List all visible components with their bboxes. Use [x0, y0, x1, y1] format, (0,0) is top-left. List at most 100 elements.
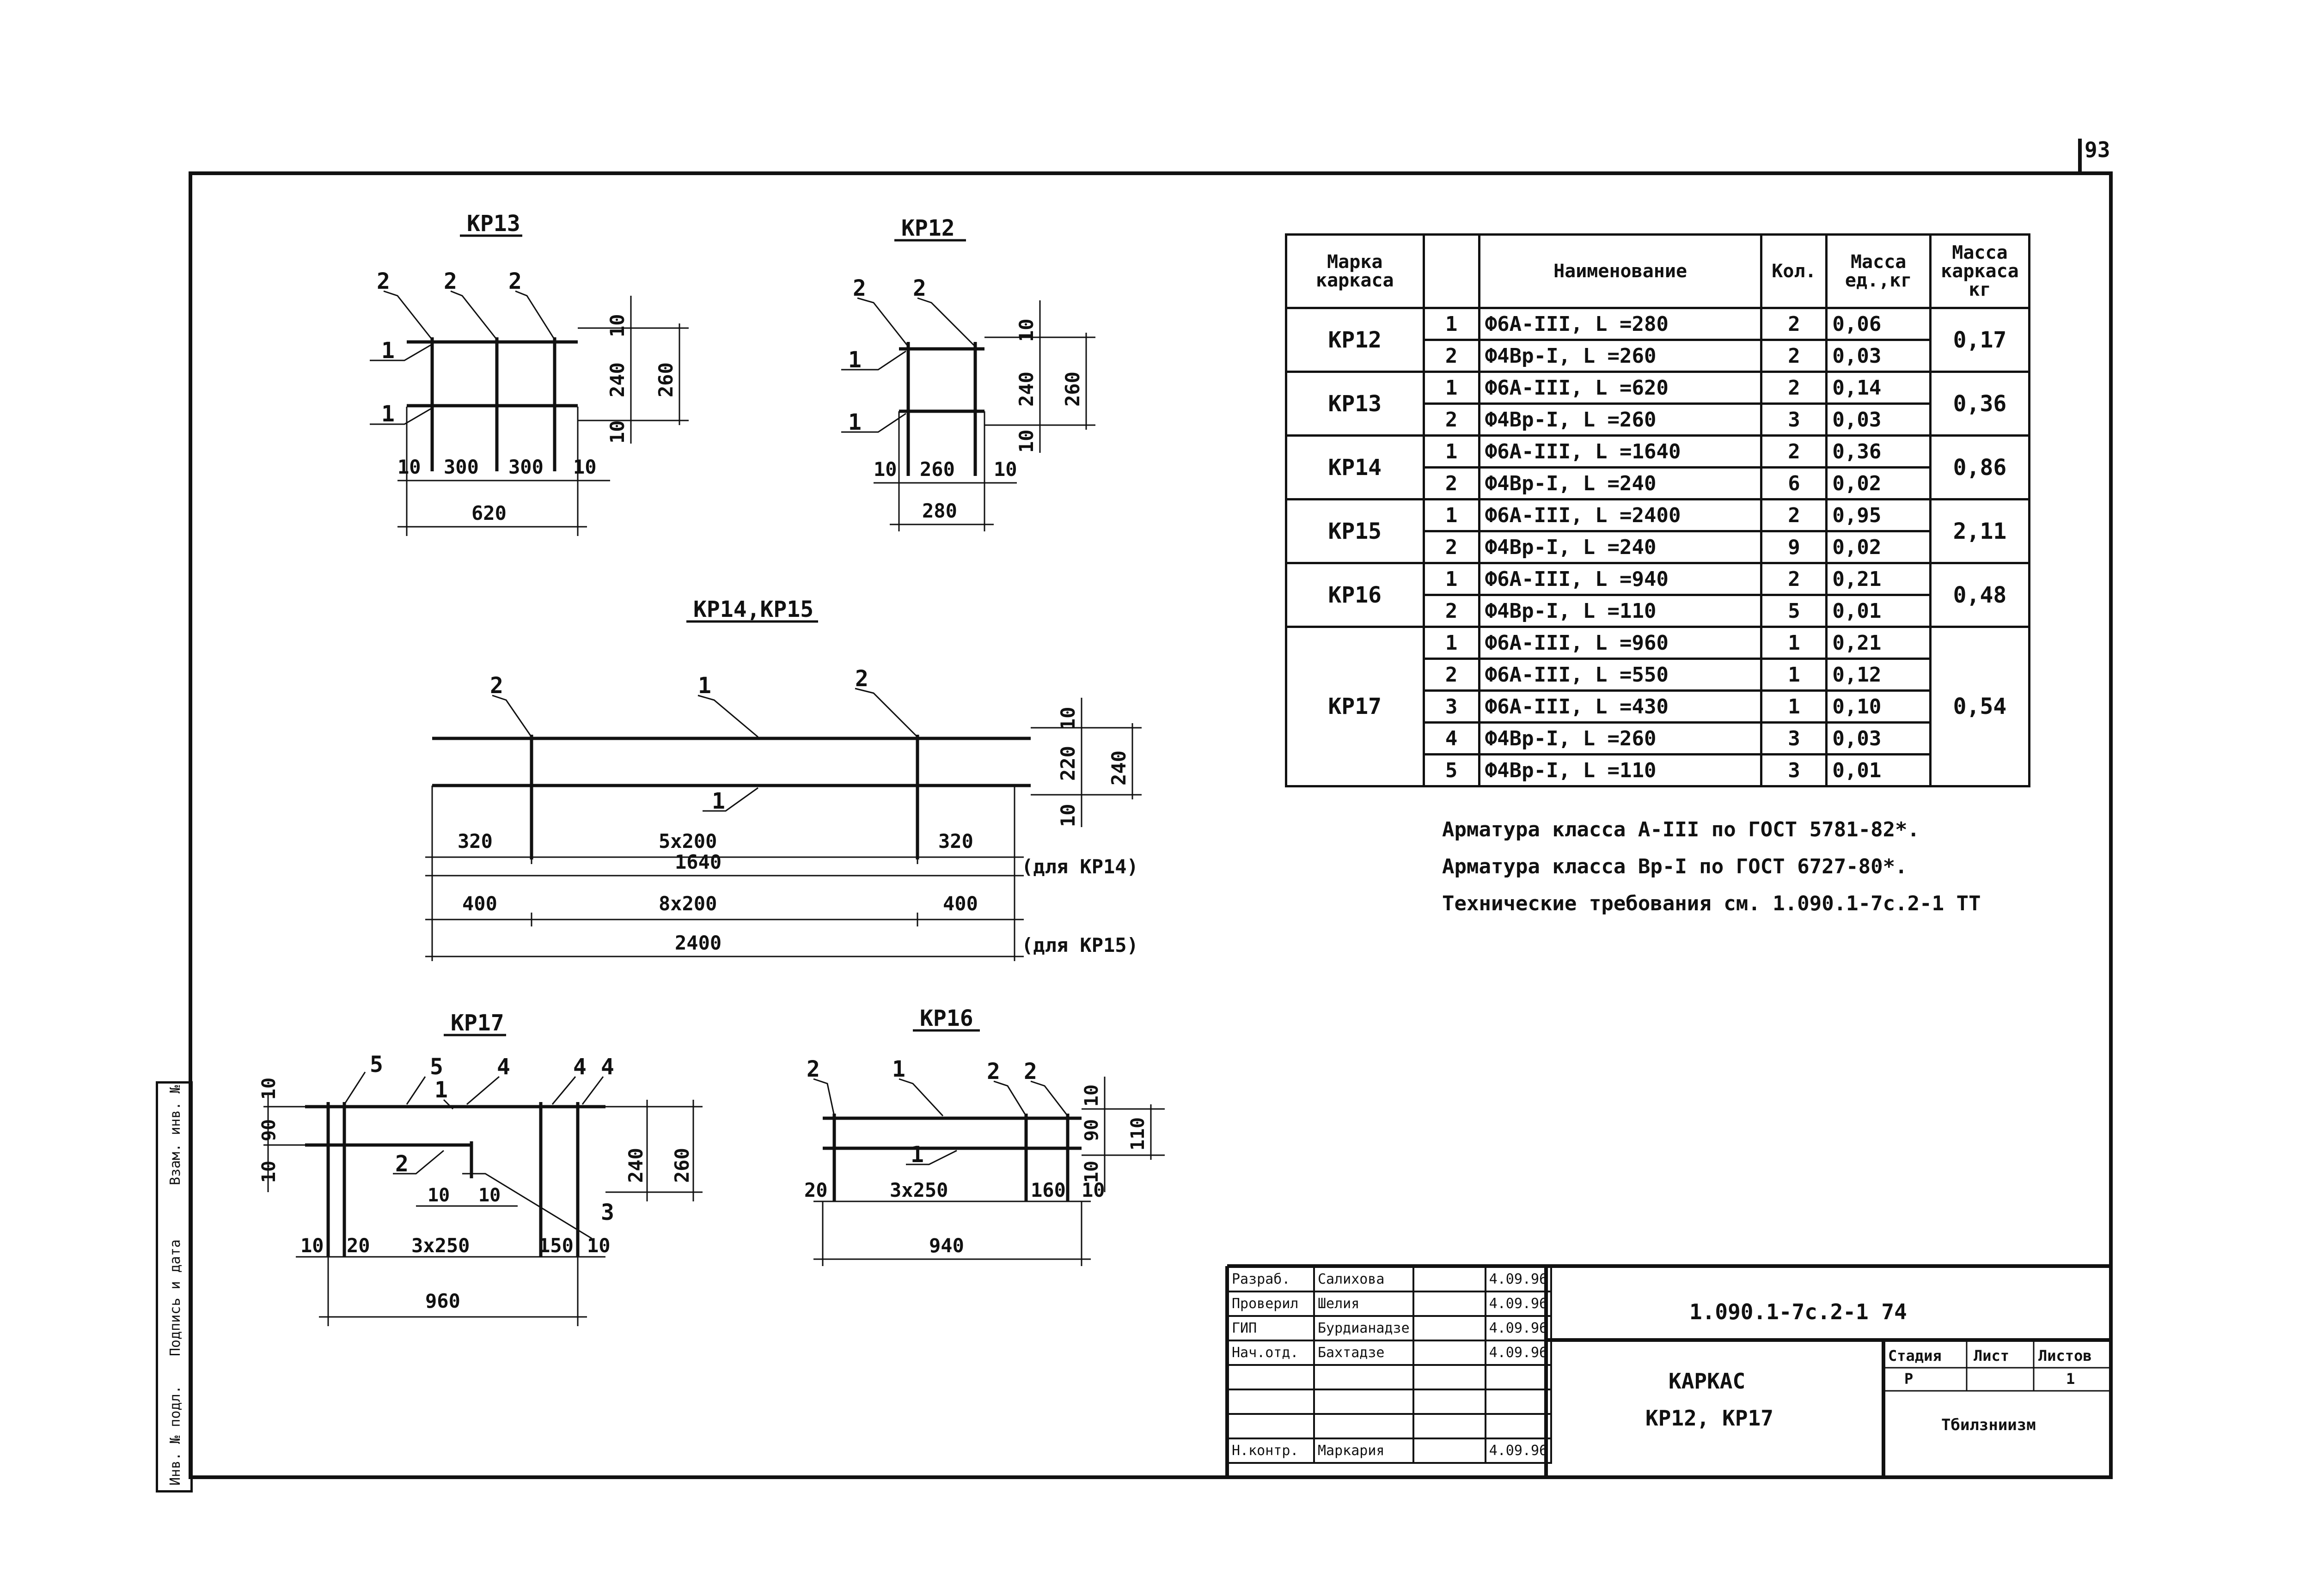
table-row: КР16 1 Ф6А-III, L =940 2 0,21 0,48 [1285, 562, 2031, 628]
stage-value: Р [1904, 1370, 1913, 1388]
spec-pos: 2 [1422, 594, 1480, 628]
kr12-dim-10a: 10 [1015, 318, 1038, 342]
kr14-note: (для КР14) [1021, 855, 1138, 878]
spec-mass: 0,02 [1825, 466, 1932, 500]
kr17-dim-b150: 150 [538, 1234, 574, 1257]
kr17-dim-960: 960 [425, 1290, 460, 1312]
stamp-role [1227, 1364, 1315, 1390]
stamp-name [1313, 1364, 1414, 1390]
kr14-dim-220: 220 [1057, 746, 1079, 781]
table-row: 2 Ф6А-III, L =550 1 0,12 [1286, 658, 2030, 692]
stamp-name [1313, 1389, 1414, 1415]
title-line-1: КАРКАС [1669, 1369, 1745, 1394]
spec-mass: 0,21 [1825, 562, 1932, 596]
spec-qty: 1 [1760, 626, 1828, 660]
sheets-label: Листов [2038, 1347, 2092, 1365]
kr17-dim-b3x250: 3х250 [411, 1234, 470, 1257]
table-row: 4 Ф4Вр-I, L =260 3 0,03 [1286, 721, 2030, 755]
kr13-pos-1a: 1 [381, 338, 395, 364]
stamp-role [1227, 1413, 1315, 1439]
kr16-dim-10a: 10 [1081, 1084, 1102, 1107]
spec-qty: 3 [1760, 753, 1828, 787]
spec-header-name: Наименование [1478, 233, 1763, 309]
spec-name: Ф6А-III, L =960 [1478, 626, 1763, 660]
spec-name: Ф6А-III, L =550 [1478, 658, 1763, 692]
spec-pos: 1 [1422, 562, 1480, 596]
stamp-signature [1412, 1364, 1486, 1390]
side-stamp: Инв. № подл. Подпись и дата Взам. инв. № [156, 1081, 193, 1492]
kr14-title: КР14,КР15 [693, 597, 813, 622]
stamp-signature [1412, 1413, 1486, 1439]
note-1: Арматура класса А-III по ГОСТ 5781-82*. [1442, 818, 1920, 841]
kr14-dim-320b: 320 [938, 830, 973, 853]
spec-qty: 1 [1760, 658, 1828, 692]
kr17-dim-l10b: 10 [258, 1161, 280, 1183]
spec-mass: 0,36 [1825, 434, 1932, 469]
stamp-role: Проверил [1227, 1291, 1315, 1317]
document-code: 1.090.1-7с.2-1 74 [1689, 1299, 1907, 1324]
spec-pos: 4 [1422, 721, 1480, 755]
kr14-dim-320a: 320 [458, 830, 493, 853]
kr13-dim-240: 240 [606, 362, 629, 397]
spec-header-total-mass: Масса каркаса кг [1929, 233, 2031, 309]
kr15-dim-8x200: 8х200 [659, 892, 717, 915]
kr14-dim-240: 240 [1107, 750, 1130, 786]
stamp-signature [1412, 1340, 1486, 1366]
kr12-pos-2b: 2 [913, 275, 926, 301]
table-row: КР15 1 Ф6А-III, L =2400 2 0,95 2,11 [1285, 498, 2031, 564]
spec-pos: 1 [1422, 498, 1480, 532]
kr17-pos-4a: 4 [497, 1054, 510, 1080]
spec-mass: 0,14 [1825, 371, 1932, 405]
spec-name: Ф4Вр-I, L =260 [1478, 402, 1763, 437]
stamp-date [1484, 1389, 1553, 1415]
stamp-name: Маркария [1313, 1438, 1414, 1464]
side-stamp-signature-date: Подпись и дата [167, 1239, 183, 1356]
kr13-dim-10b: 10 [606, 420, 629, 444]
kr14-pos-2a: 2 [490, 673, 503, 699]
table-row: КР12 1 Ф6А-III, L =280 2 0,06 0,17 [1285, 307, 2031, 373]
spec-mass: 0,06 [1825, 307, 1932, 341]
sheet-frame [189, 171, 2113, 1479]
kr17-pos-4b: 4 [573, 1054, 587, 1080]
spec-name: Ф6А-III, L =620 [1478, 371, 1763, 405]
spec-header-unit-mass: Масса ед.,кг [1825, 233, 1932, 309]
table-row: 5 Ф4Вр-I, L =110 3 0,01 [1286, 753, 2030, 787]
stamp-name: Шелия [1313, 1291, 1414, 1317]
table-row: 2 Ф4Вр-I, L =110 5 0,01 [1286, 594, 2030, 628]
kr13-dim-260: 260 [654, 362, 677, 397]
spec-qty: 3 [1760, 721, 1828, 755]
kr17-dim-240: 240 [624, 1148, 647, 1183]
spec-qty: 2 [1760, 498, 1828, 532]
stamp-role [1227, 1389, 1315, 1415]
spec-mass: 0,02 [1825, 530, 1932, 564]
spec-pos: 1 [1422, 626, 1480, 660]
kr13-title: КР13 [467, 211, 520, 237]
kr13-dim-b300a: 300 [444, 456, 479, 478]
kr17-pos-1: 1 [434, 1077, 448, 1103]
spec-qty: 3 [1760, 402, 1828, 437]
stamp-date [1484, 1413, 1553, 1439]
table-row: 3 Ф6А-III, L =430 1 0,10 [1286, 689, 2030, 724]
kr16-dim-b10: 10 [1082, 1179, 1105, 1201]
spec-name: Ф4Вр-I, L =240 [1478, 530, 1763, 564]
spec-pos: 2 [1422, 402, 1480, 437]
kr12-pos-2a: 2 [853, 275, 866, 301]
spec-qty: 2 [1760, 562, 1828, 596]
kr14-pos-1a: 1 [698, 673, 711, 699]
drawing-kr12: КР12 2 2 1 1 10 240 10 260 10 260 10 280 [841, 215, 1095, 531]
spec-total: 2,11 [1929, 498, 2031, 564]
drawing-kr17: КР17 5 5 1 4 4 4 2 3 10 90 10 [258, 1010, 703, 1326]
kr14-pos-2b: 2 [855, 666, 868, 692]
note-3: Технические требования см. 1.090.1-7с.2-… [1442, 892, 1981, 915]
stamp-signature [1412, 1438, 1486, 1464]
spec-mass: 0,95 [1825, 498, 1932, 532]
kr13-dim-b10a: 10 [397, 456, 421, 478]
spec-pos: 2 [1422, 466, 1480, 500]
spec-pos: 1 [1422, 434, 1480, 469]
drawing-kr14-kr15: КР14,КР15 2 1 2 1 10 220 10 240 320 [425, 597, 1142, 961]
side-stamp-inv-no: Инв. № подл. [167, 1385, 183, 1486]
drawing-kr13: КР13 2 2 2 1 1 10 240 10 260 10 300 3 [370, 211, 689, 536]
